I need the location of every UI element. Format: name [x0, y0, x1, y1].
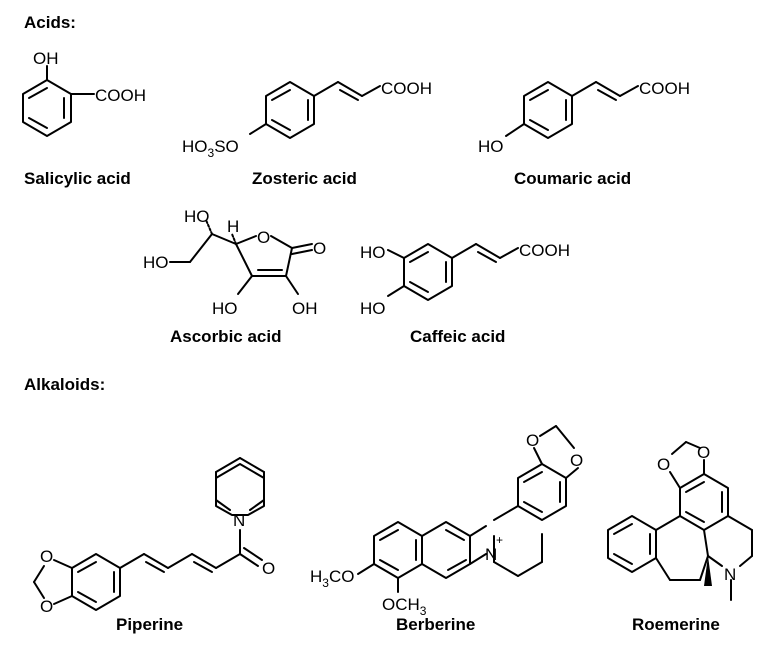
roemerine-name: Roemerine: [632, 615, 720, 634]
caffeic-ho-bottom-label: HO: [360, 299, 386, 318]
coumaric-acid-structure: HO COOH: [478, 79, 690, 156]
roemerine-o-top-label: O: [697, 443, 710, 462]
zosteric-acid-name: Zosteric acid: [252, 169, 357, 188]
berberine-o-right-label: O: [570, 451, 583, 470]
coumaric-ho-label: HO: [478, 137, 504, 156]
berberine-n-label: N: [485, 545, 497, 564]
ascorbic-ho-bottom-label: HO: [212, 299, 238, 318]
caffeic-ho-top-label: HO: [360, 243, 386, 262]
caffeic-cooh-label: COOH: [519, 241, 570, 260]
ascorbic-ring-o-label: O: [257, 228, 270, 247]
ascorbic-ho-left-label: HO: [143, 253, 169, 272]
salicylic-acid-name: Salicylic acid: [24, 169, 131, 188]
coumaric-acid-name: Coumaric acid: [514, 169, 631, 188]
berberine-och3-label: OCH3: [382, 595, 427, 618]
piperine-name: Piperine: [116, 615, 183, 634]
berberine-name: Berberine: [396, 615, 475, 634]
roemerine-structure: N O O: [607, 441, 753, 601]
piperine-structure: N O O O: [33, 457, 275, 616]
caffeic-acid-structure: HO HO COOH: [360, 241, 570, 318]
caffeic-acid-name: Caffeic acid: [410, 327, 505, 346]
piperine-o-bottom-label: O: [40, 597, 53, 616]
piperine-o-top-label: O: [40, 547, 53, 566]
ascorbic-h-label: H: [227, 217, 239, 236]
alkaloids-heading: Alkaloids:: [24, 375, 105, 394]
berberine-structure: N + O O H3CO OCH3: [310, 425, 583, 618]
roemerine-o-left-label: O: [657, 455, 670, 474]
berberine-h3co-label: H3CO: [310, 567, 354, 590]
acids-heading: Acids:: [24, 13, 76, 32]
roemerine-n-label: N: [724, 565, 736, 584]
zosteric-cooh-label: COOH: [381, 79, 432, 98]
salicylic-acid-structure: OH COOH: [22, 49, 146, 137]
salicylic-oh-label: OH: [33, 49, 59, 68]
ascorbic-carbonyl-o-label: O: [313, 239, 326, 258]
piperine-carbonyl-o-label: O: [262, 559, 275, 578]
zosteric-acid-structure: HO3SO COOH: [182, 79, 432, 160]
piperine-n-label: N: [233, 511, 245, 530]
ascorbic-acid-name: Ascorbic acid: [170, 327, 282, 346]
coumaric-cooh-label: COOH: [639, 79, 690, 98]
ascorbic-acid-structure: HO H O O HO HO OH: [143, 207, 326, 318]
zosteric-ho3so-label: HO3SO: [182, 137, 239, 160]
berberine-o-left-label: O: [526, 431, 539, 450]
salicylic-cooh-label: COOH: [95, 86, 146, 105]
ascorbic-ho-top-label: HO: [184, 207, 210, 226]
ascorbic-oh-bottom-label: OH: [292, 299, 318, 318]
berberine-n-charge: +: [496, 533, 503, 547]
